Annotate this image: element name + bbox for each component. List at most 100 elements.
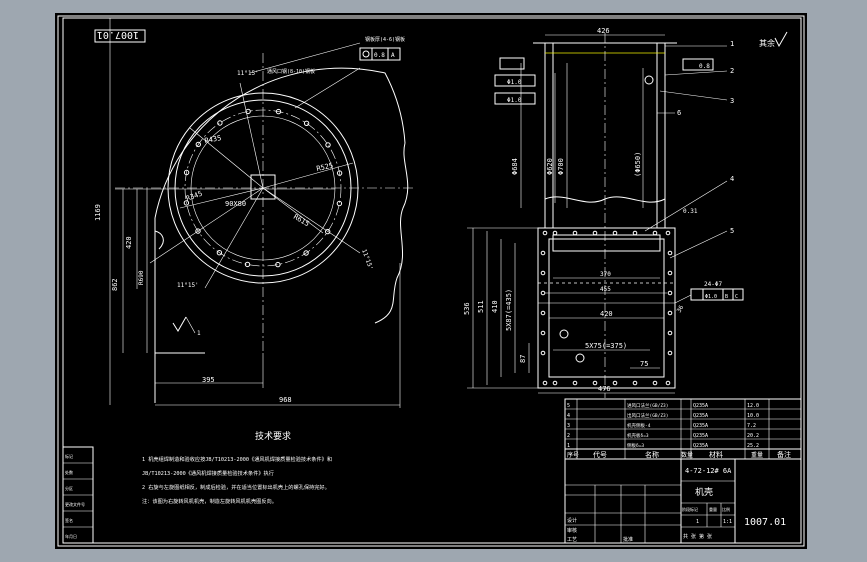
radius-line-525: [262, 162, 354, 189]
outlet-flange-outer: [537, 227, 676, 389]
callout-5: 5: [730, 227, 734, 235]
dim-410: 410: [491, 300, 499, 313]
bolt-hole: [325, 142, 331, 148]
bom-row-weight: 10.0: [747, 413, 759, 419]
dim-r615: R615: [292, 213, 311, 228]
top-drawing-number-box: [94, 29, 146, 43]
roughness-mark-left: [172, 316, 187, 332]
bom-row-weight: 12.0: [747, 403, 759, 409]
dim-511: 511: [477, 300, 485, 313]
bom-h-material: 材料: [709, 450, 723, 459]
note-leader-1: [249, 42, 361, 74]
tol-value-left: 0.8: [374, 52, 385, 59]
dim-r345: R345: [185, 190, 204, 203]
outlet-tongue: [154, 230, 164, 250]
volute-right-edge: [374, 142, 409, 324]
bom-row-name: 机壳板δ=3: [627, 432, 649, 439]
flange-hole: [572, 380, 578, 386]
bolt-hole: [244, 261, 251, 268]
dim-536: 536: [463, 302, 471, 315]
bolt-hole: [325, 228, 331, 235]
bolt-hole: [275, 108, 282, 115]
tol-datum-left: A: [391, 52, 395, 59]
flange-hole: [652, 380, 658, 386]
flange-hole: [667, 250, 673, 256]
outlet-flange-inner: [548, 238, 665, 378]
bom-row-name: 出风口法兰(GB/Z3): [627, 412, 668, 419]
tol-frame-flat-2: [682, 58, 714, 71]
bom-h-code: 代号: [593, 450, 607, 459]
flange-hole: [540, 270, 546, 276]
dim-420: 420: [125, 236, 133, 249]
flange-hole: [665, 380, 671, 386]
flange-hole: [542, 230, 548, 236]
bom-row-no: 2: [567, 433, 570, 439]
flange-hole: [612, 230, 618, 236]
dim-r525: R525: [316, 162, 334, 173]
dim-420b: 420: [600, 310, 613, 318]
label-sheet: 共 张 第 张: [683, 533, 712, 540]
bom-row-name: 机壳侧板-4: [627, 422, 651, 429]
bolt-hole: [336, 170, 343, 176]
flange-hole: [665, 230, 671, 236]
flange-hole: [667, 270, 673, 276]
dim-684: Φ684: [511, 158, 519, 175]
flange-hole: [667, 310, 673, 316]
flange-hole: [652, 230, 658, 236]
datum-leader: [185, 316, 196, 334]
bolt-hole: [195, 141, 202, 148]
left-stamp-table: 标记 处数 分区 更改文件号 签名 年月日: [62, 446, 94, 544]
flange-hole: [632, 380, 638, 386]
dim-angle-3: 11°15': [177, 282, 199, 289]
dim-5x75: 5X75(=375): [585, 342, 627, 350]
angle-line-3: [239, 82, 264, 189]
bom-row-name: 进风口法兰(GB/Z3): [627, 402, 668, 409]
dim-968: 968: [279, 396, 292, 404]
dim-side: 36: [676, 304, 686, 314]
drawing-sheet: 1007.01 其余: [55, 13, 807, 549]
flange-hole: [540, 330, 546, 336]
tech-line-2: JB/T10213-2000《通风机焊接质量检验技术条件》执行: [142, 469, 274, 477]
callout-1-left: 1: [197, 330, 201, 337]
tol-frame-24holes: [690, 288, 744, 301]
tech-line-1: 1 机壳组焊制造和验收应按JB/T10213-2000《通风机焊接质量检验技术条…: [142, 455, 332, 463]
dim-datum-b: B: [725, 294, 728, 300]
flange-hole: [572, 230, 578, 236]
bom-row-no: 1: [567, 443, 570, 449]
dim-395: 395: [202, 376, 215, 384]
dim-620: Φ620: [546, 158, 554, 175]
dim-75: 75: [640, 360, 648, 368]
radius-line-690: [149, 187, 264, 264]
dim-angle-2: 11°15': [360, 248, 374, 271]
bolt-hole: [303, 250, 309, 256]
radius-line-435: [189, 127, 264, 189]
bom-h-qty: 数量: [681, 451, 693, 459]
leader-5: [669, 230, 728, 259]
dim-flat-r: 0.8: [699, 63, 710, 70]
flange-hole: [540, 250, 546, 256]
outer-frame: [57, 15, 805, 547]
flange-hole: [632, 230, 638, 236]
bom-row-material: Q235A: [693, 403, 708, 409]
dim-r435: R435: [204, 134, 222, 145]
flatness-symbol-left: [362, 50, 370, 58]
flange-hole: [540, 310, 546, 316]
datum-marker-c: [575, 353, 585, 363]
flange-hole: [552, 230, 558, 236]
flange-hole: [540, 350, 546, 356]
stamp-label-3: 更改文件号: [65, 501, 85, 507]
flange-hole: [667, 290, 673, 296]
flange-hole: [540, 290, 546, 296]
top-drawing-number: 1007.01: [97, 29, 139, 40]
dim-650: (Φ650): [634, 152, 642, 177]
note-plate-2: 通风口钢(8-10)钢板: [267, 68, 315, 75]
callout-1: 1: [730, 40, 734, 48]
bom-h-name: 名称: [645, 450, 659, 459]
bom-row-material: Q235A: [693, 423, 708, 429]
dim-455: 455: [600, 286, 611, 293]
tech-title: 技术要求: [255, 430, 291, 442]
label-process: 工艺: [567, 537, 577, 543]
datum-marker-a: [644, 75, 654, 85]
bolt-hole: [336, 200, 343, 207]
dim-pos-a: Φ1.0: [507, 79, 522, 86]
